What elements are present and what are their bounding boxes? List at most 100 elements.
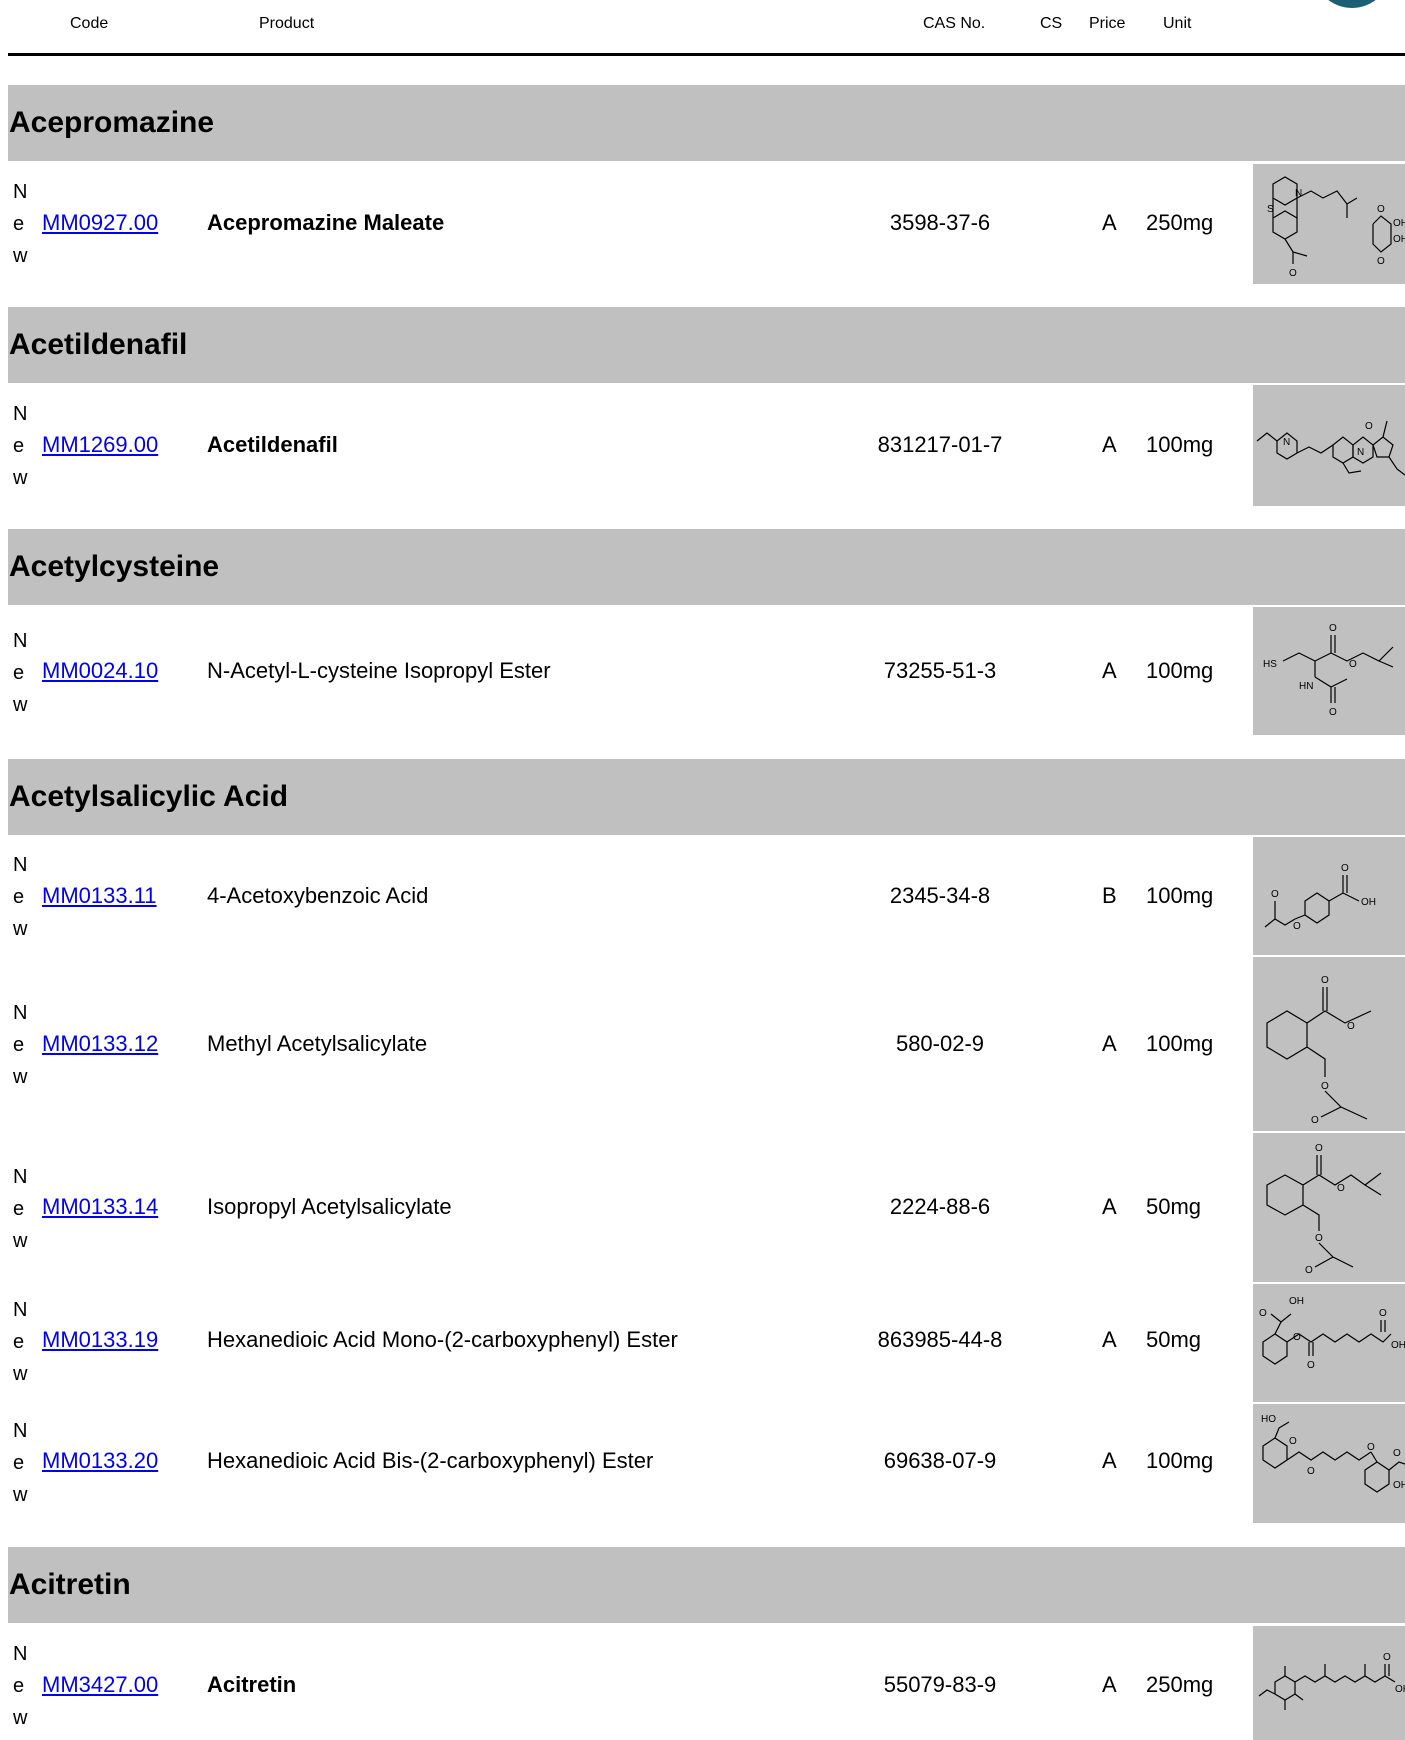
unit-size: 250mg (1146, 1672, 1214, 1697)
cs-grade: A (1102, 1672, 1117, 1697)
svg-text:OH: OH (1393, 218, 1405, 229)
structure-image: O O O O (1253, 1133, 1405, 1282)
svg-text:OH: OH (1289, 1296, 1304, 1307)
structure-image: O O O O (1253, 957, 1405, 1131)
group-header-acetylcysteine: Acetylcysteine (8, 529, 1405, 605)
svg-text:O: O (1307, 1360, 1315, 1371)
cas-number: 55079-83-9 (883, 1672, 997, 1697)
svg-text:N: N (1357, 447, 1364, 458)
svg-text:O: O (1329, 707, 1337, 718)
svg-text:O: O (1377, 256, 1385, 267)
logo-mark (1313, 0, 1391, 8)
svg-text:OH: OH (1361, 897, 1376, 908)
structure-image: HO O O O OH O (1253, 1404, 1405, 1523)
structure-image: N S O O OH OH O (1253, 164, 1405, 284)
header-cs: CS (1040, 15, 1063, 32)
header-code: Code (70, 15, 109, 32)
svg-text:O: O (1289, 268, 1297, 279)
svg-text:O: O (1311, 1115, 1319, 1126)
product-code-link[interactable]: MM0133.11 (42, 883, 157, 908)
cs-grade: A (1102, 210, 1117, 235)
svg-text:OH: OH (1395, 1684, 1405, 1695)
cs-grade: B (1102, 883, 1117, 908)
svg-text:HN: HN (1299, 681, 1313, 692)
cs-grade: A (1102, 1448, 1117, 1473)
svg-text:O: O (1321, 1081, 1329, 1092)
svg-text:O: O (1305, 1265, 1313, 1276)
cas-number: 580-02-9 (895, 1031, 985, 1056)
svg-text:HO: HO (1261, 1414, 1276, 1425)
svg-text:O: O (1329, 623, 1337, 634)
svg-text:OH: OH (1393, 1480, 1405, 1491)
product-name: Acetildenafil (207, 432, 338, 457)
product-name: Hexanedioic Acid Mono-(2-carboxyphenyl) … (207, 1327, 678, 1352)
structure-image: HS HN O O O (1253, 607, 1405, 735)
group-title: Acetylcysteine (9, 550, 220, 583)
product-name: Acitretin (207, 1672, 297, 1697)
svg-text:OH: OH (1393, 234, 1405, 245)
svg-text:OH: OH (1391, 1340, 1405, 1351)
cs-grade: A (1102, 1327, 1117, 1352)
svg-text:O: O (1377, 204, 1385, 215)
unit-size: 50mg (1146, 1327, 1202, 1352)
product-code-link[interactable]: MM0133.20 (42, 1448, 159, 1473)
product-code-link[interactable]: MM0927.00 (42, 210, 159, 235)
group-title: Acitretin (9, 1568, 131, 1601)
product-name: Isopropyl Acetylsalicylate (207, 1194, 452, 1219)
cas-number: 69638-07-9 (883, 1448, 997, 1473)
cas-number: 863985-44-8 (877, 1327, 1003, 1352)
structure-image: O OH (1253, 1626, 1405, 1740)
svg-text:O: O (1347, 1021, 1355, 1032)
product-name: 4-Acetoxybenzoic Acid (207, 883, 429, 908)
structure-image: OH O O O OH O (1253, 1284, 1405, 1402)
svg-text:O: O (1293, 921, 1301, 932)
cs-grade: A (1102, 1194, 1117, 1219)
header-price: Price (1089, 15, 1126, 32)
svg-text:O: O (1337, 1183, 1345, 1194)
svg-text:N: N (1295, 188, 1302, 199)
product-code-link[interactable]: MM3427.00 (42, 1672, 159, 1697)
svg-text:O: O (1259, 1308, 1267, 1319)
product-code-link[interactable]: MM0133.14 (42, 1194, 159, 1219)
header-divider (8, 53, 1405, 56)
svg-text:HS: HS (1263, 659, 1277, 670)
product-code-link[interactable]: MM0133.19 (42, 1327, 159, 1352)
svg-text:O: O (1321, 975, 1329, 986)
cas-number: 2345-34-8 (889, 883, 991, 908)
column-header: Code Product CAS No. CS Price Unit (0, 0, 1405, 56)
svg-text:O: O (1349, 659, 1357, 670)
group-title: Acetylsalicylic Acid (9, 780, 289, 813)
unit-size: 100mg (1146, 883, 1214, 908)
cas-number: 2224-88-6 (889, 1194, 991, 1219)
product-code-link[interactable]: MM0024.10 (42, 658, 159, 683)
group-header-acepromazine: Acepromazine (8, 85, 1405, 161)
group-title: Acepromazine (9, 106, 215, 139)
svg-text:O: O (1293, 1332, 1301, 1343)
product-code-link[interactable]: MM1269.00 (42, 432, 159, 457)
cs-grade: A (1102, 658, 1117, 683)
svg-text:O: O (1365, 421, 1373, 432)
group-header-acitretin: Acitretin (8, 1547, 1405, 1623)
svg-text:O: O (1393, 1448, 1401, 1459)
svg-text:O: O (1367, 1442, 1375, 1453)
svg-text:O: O (1307, 1466, 1315, 1477)
product-name: Methyl Acetylsalicylate (207, 1031, 428, 1056)
svg-text:N: N (1283, 437, 1290, 448)
product-name: N-Acetyl-L-cysteine Isopropyl Ester (207, 658, 551, 683)
product-code-link[interactable]: MM0133.12 (42, 1031, 159, 1056)
unit-size: 250mg (1146, 210, 1214, 235)
group-header-acetildenafil: Acetildenafil (8, 307, 1405, 383)
